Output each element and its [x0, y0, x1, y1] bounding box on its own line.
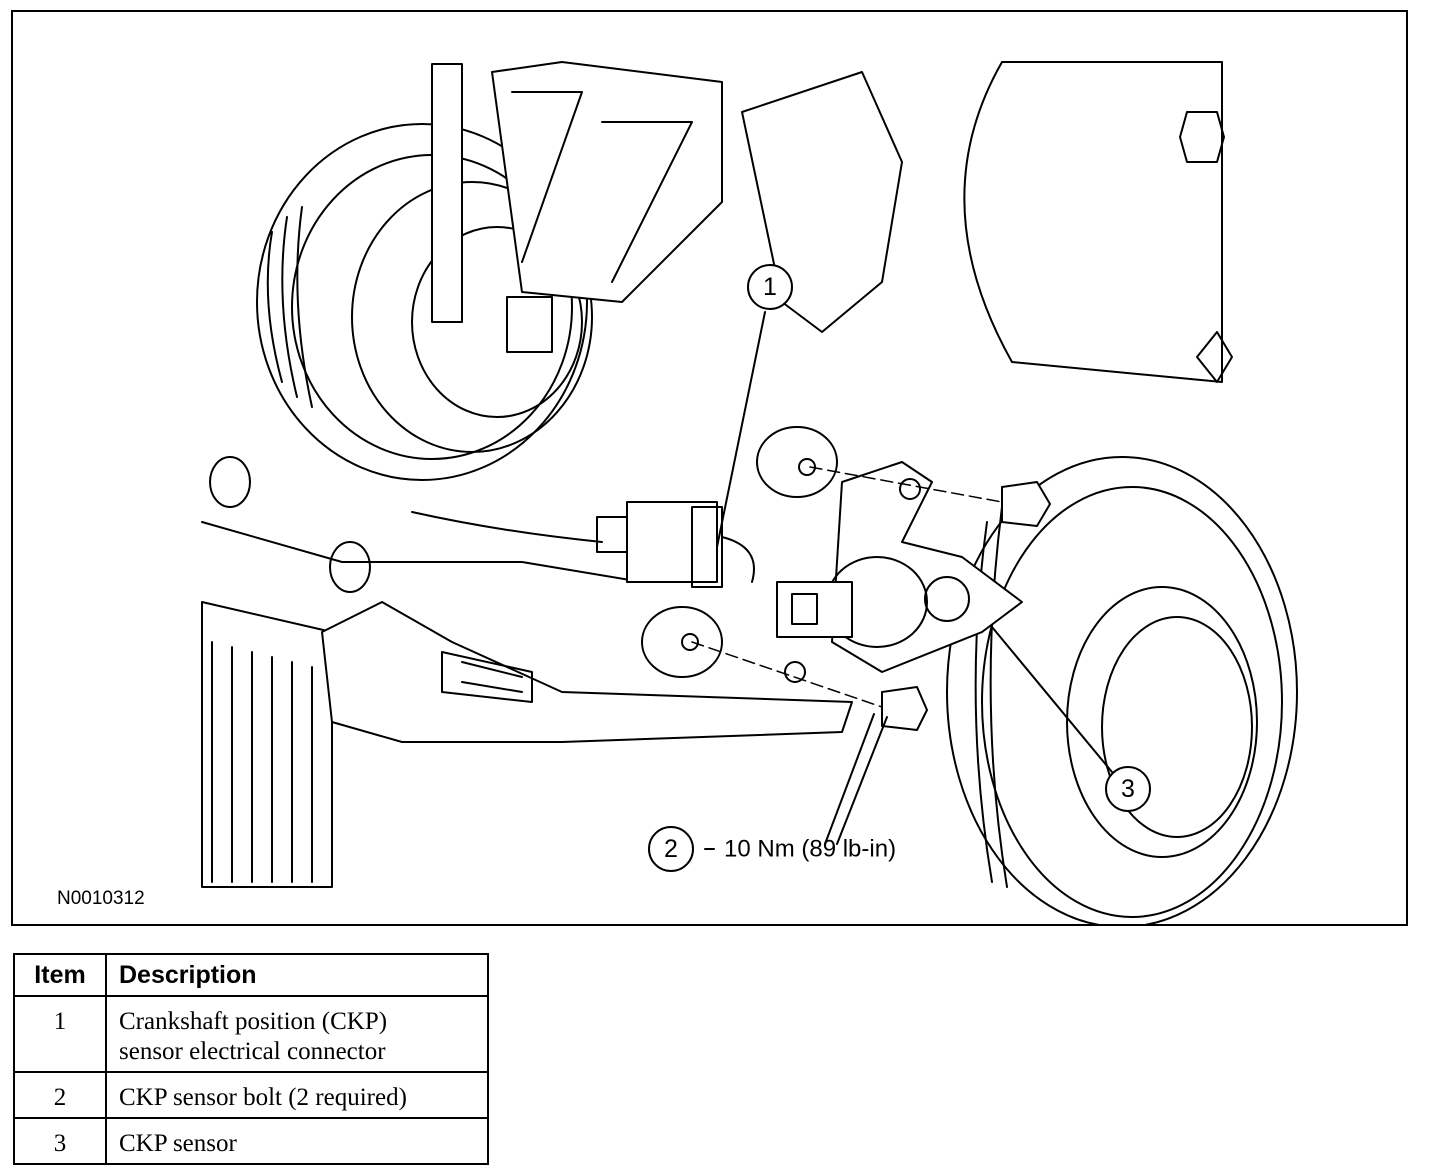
ckp-connector	[411, 501, 723, 588]
engine-illustration: 1 2 3 10 Nm (89 lb-in)	[201, 61, 1298, 924]
table-row: 3 CKP sensor	[13, 1117, 489, 1165]
item-header: Item	[13, 953, 107, 997]
torque-spec-label: 10 Nm (89 lb-in)	[724, 836, 896, 863]
item-description: CKP sensor	[105, 1117, 489, 1165]
description-line: sensor electrical connector	[119, 1038, 386, 1065]
svg-text:3: 3	[1121, 775, 1135, 803]
description-header: Description	[105, 953, 489, 997]
table-row: 1 Crankshaft position (CKP) sensor elect…	[13, 995, 489, 1073]
item-number: 2	[13, 1071, 107, 1119]
leader-lines	[704, 311, 1113, 850]
item-number: 1	[13, 995, 107, 1073]
figure-id-label: N0010312	[57, 888, 145, 909]
engine-block	[201, 521, 643, 888]
legend-table: Item Description 1 Crankshaft position (…	[13, 953, 489, 1165]
svg-text:1: 1	[763, 273, 777, 301]
item-number: 3	[13, 1117, 107, 1165]
figure-frame: 1 2 3 10 Nm (89 lb-in) N0010312	[11, 10, 1408, 926]
tensioner-bracket	[431, 61, 903, 353]
mounting-bosses	[209, 426, 838, 678]
description-line: Crankshaft position (CKP)	[119, 1008, 388, 1035]
description-line: CKP sensor	[119, 1130, 237, 1157]
left-pulley	[256, 123, 593, 481]
legend-header-row: Item Description	[13, 953, 489, 997]
table-row: 2 CKP sensor bolt (2 required)	[13, 1071, 489, 1119]
upper-right-pulley	[963, 61, 1225, 383]
ckp-bolts	[784, 331, 1233, 731]
description-line: CKP sensor bolt (2 required)	[119, 1084, 407, 1111]
item-description: Crankshaft position (CKP) sensor electri…	[105, 995, 489, 1073]
right-pulley	[946, 456, 1298, 924]
callout-2: 2	[648, 826, 694, 872]
callout-1: 1	[747, 264, 793, 310]
ckp-sensor	[721, 461, 1023, 673]
center-lines	[691, 466, 1003, 708]
svg-text:2: 2	[664, 835, 678, 863]
callout-3: 3	[1105, 766, 1151, 812]
lower-bracket	[321, 601, 853, 743]
item-description: CKP sensor bolt (2 required)	[105, 1071, 489, 1119]
